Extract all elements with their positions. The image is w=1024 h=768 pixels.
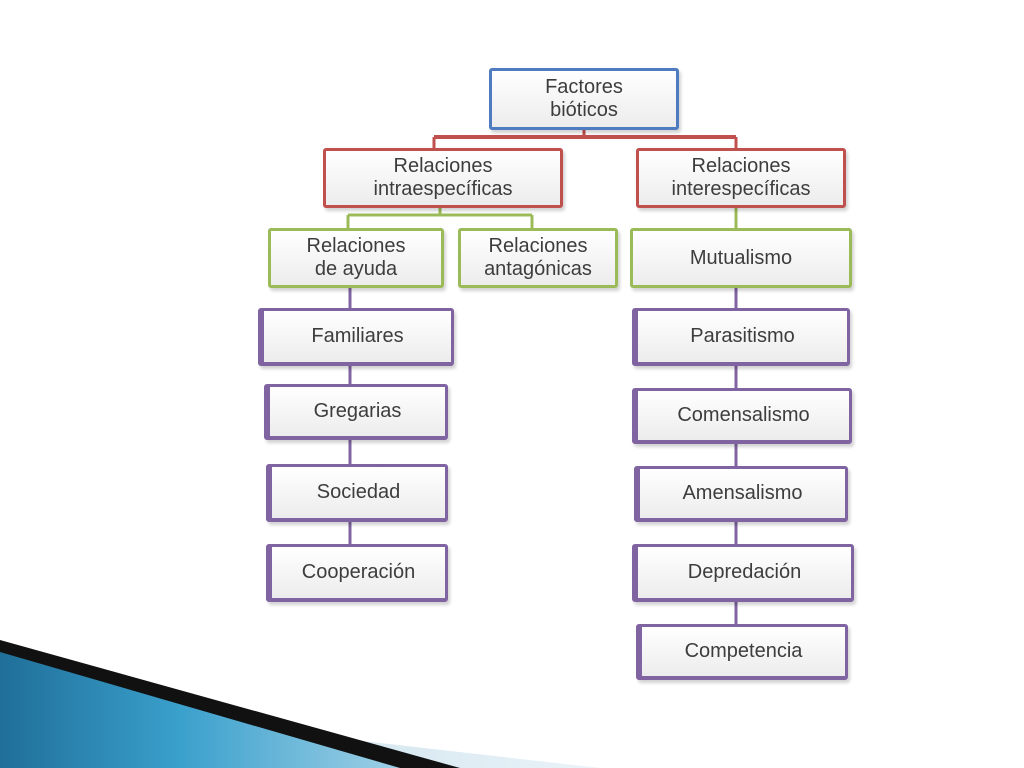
item-box-parasitismo: Parasitismo [632, 308, 850, 366]
branch-box-interespecificas: Relaciones interespecíficas [636, 148, 846, 208]
item-box-sociedad: Sociedad [266, 464, 448, 522]
root-label: Factores bióticos [545, 76, 623, 121]
branch-box-intraespecificas: Relaciones intraespecíficas [323, 148, 563, 208]
item-box-cooperacion: Cooperación [266, 544, 448, 602]
item-box-competencia: Competencia [636, 624, 848, 680]
item-label-amensalismo: Amensalismo [682, 482, 803, 504]
group-label-mutualismo: Mutualismo [689, 246, 793, 269]
ribbon-dark-stroke [0, 640, 460, 768]
item-label-cooperacion: Cooperación [301, 561, 416, 583]
item-label-familiares: Familiares [311, 325, 404, 347]
decorative-ribbon [0, 640, 600, 768]
item-label-parasitismo: Parasitismo [690, 325, 795, 347]
item-box-amensalismo: Amensalismo [634, 466, 848, 522]
item-box-comensalismo: Comensalismo [632, 388, 852, 444]
item-label-sociedad: Sociedad [316, 481, 401, 503]
item-label-competencia: Competencia [684, 640, 803, 662]
group-box-mutualismo: Mutualismo [630, 228, 852, 288]
item-box-familiares: Familiares [258, 308, 454, 366]
branch-label-interespecificas: Relaciones interespecíficas [671, 155, 811, 200]
item-box-depredacion: Depredación [632, 544, 854, 602]
group-label-relaciones-de-ayuda: Relaciones de ayuda [306, 235, 406, 280]
item-label-gregarias: Gregarias [313, 400, 402, 422]
item-label-comensalismo: Comensalismo [677, 404, 810, 426]
item-box-gregarias: Gregarias [264, 384, 448, 440]
item-label-depredacion: Depredación [687, 561, 802, 583]
group-box-relaciones-de-ayuda: Relaciones de ayuda [268, 228, 444, 288]
group-label-relaciones-antagonicas: Relaciones antagónicas [484, 235, 592, 280]
group-box-relaciones-antagonicas: Relaciones antagónicas [458, 228, 618, 288]
root-box-factores-bioticos: Factores bióticos [489, 68, 679, 130]
branch-label-intraespecificas: Relaciones intraespecíficas [373, 155, 513, 200]
